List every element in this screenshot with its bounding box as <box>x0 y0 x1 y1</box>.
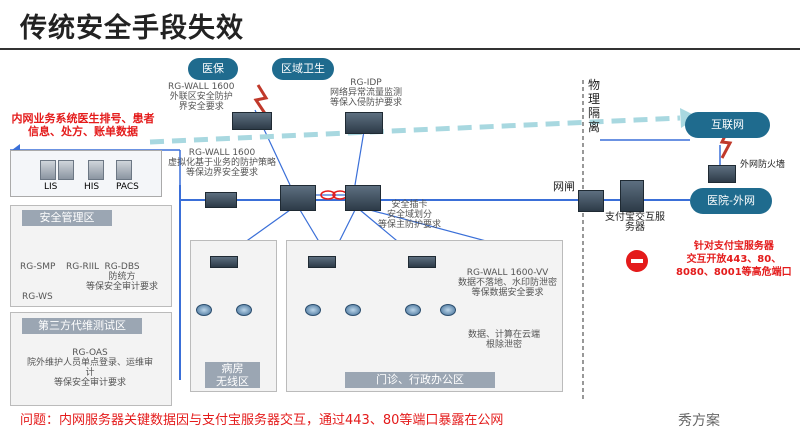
core-switch-icon <box>280 185 316 211</box>
brand-logo: 秀方案 <box>678 413 720 429</box>
alipay-server-icon <box>620 180 644 212</box>
zone-label-third-party: 第三方代维测试区 <box>22 318 142 334</box>
zone-label-management: 安全管理区 <box>22 210 112 226</box>
server-box <box>10 150 162 197</box>
server-icon <box>40 160 56 180</box>
footer-problem: 问题：内网服务器关键数据因与支付宝服务器交互，通过443、80等端口暴露在公网 <box>20 413 504 428</box>
red-note-alipay-ports: 针对支付宝服务器 交互开放443、80、 8080、8001等高危端口 <box>676 241 792 278</box>
label-wangzha: 网闸 <box>553 180 575 193</box>
label-physical-isolation: 物 理 隔 离 <box>588 78 601 134</box>
switch-icon <box>210 256 238 268</box>
server-label-pacs: PACS <box>116 182 139 192</box>
label-ws: RG-WS <box>22 292 53 302</box>
label-wall-virtual: RG-WALL 1600 虚拟化基于业务的防护策略 等保边界安全要求 <box>168 148 277 178</box>
gateway-icon <box>578 190 604 212</box>
firewall-icon <box>205 192 237 208</box>
switch-icon <box>440 304 456 316</box>
switch-icon <box>408 256 436 268</box>
switch-icon <box>305 304 321 316</box>
label-wall-external: RG-WALL 1600 外联区安全防护 界安全要求 <box>168 82 235 112</box>
label-smp: RG-SMP <box>20 262 56 272</box>
zone-label-ward: 病房 无线区 <box>205 362 260 388</box>
label-riil: RG-RIIL <box>66 262 100 272</box>
label-cloud-calc: 数据、计算在云端 根除泄密 <box>468 330 541 350</box>
cloud-hospital-external: 医院-外网 <box>690 188 772 214</box>
ap-icon <box>236 304 252 316</box>
ips-icon <box>345 112 383 134</box>
label-idp: RG-IDP 网络异常流量监测 等保入侵防护要求 <box>330 78 403 108</box>
label-wall-vv: RG-WALL 1600-VV 数据不落地、水印防泄密 等保数据安全要求 <box>458 268 558 298</box>
firewall-icon <box>232 112 272 130</box>
switch-icon <box>345 304 361 316</box>
page-title: 传统安全手段失效 <box>20 13 244 44</box>
server-label-his: HIS <box>84 182 100 192</box>
cloud-quyu: 区域卫生 <box>272 58 334 80</box>
label-core: 安全插卡 安全域划分 等保主防护要求 <box>378 200 442 230</box>
external-firewall-icon <box>708 165 736 183</box>
switch-icon <box>405 304 421 316</box>
label-dbs: RG-DBS 防统方 等保安全审计要求 <box>86 262 159 292</box>
server-label-lis: LIS <box>44 182 58 192</box>
title-divider <box>0 48 800 50</box>
red-note-internal-data: 内网业务系统医生排号、患者信息、处方、账单数据 <box>11 112 155 138</box>
cloud-yibao: 医保 <box>188 58 238 80</box>
cloud-internet: 互联网 <box>685 112 770 138</box>
server-icon <box>116 160 132 180</box>
label-external-firewall: 外网防火墙 <box>740 160 786 170</box>
label-third-party: RG-OAS 院外维护人员单点登录、运维审 计 等保安全审计要求 <box>26 348 153 388</box>
ap-icon <box>196 304 212 316</box>
zone-label-clinic: 门诊、行政办公区 <box>345 372 495 388</box>
switch-icon <box>308 256 336 268</box>
alert-icon-bar <box>631 259 643 263</box>
server-icon <box>88 160 104 180</box>
label-alipay-server: 支付宝交互服 务器 <box>605 212 665 233</box>
server-icon <box>58 160 74 180</box>
core-switch-icon <box>345 185 381 211</box>
